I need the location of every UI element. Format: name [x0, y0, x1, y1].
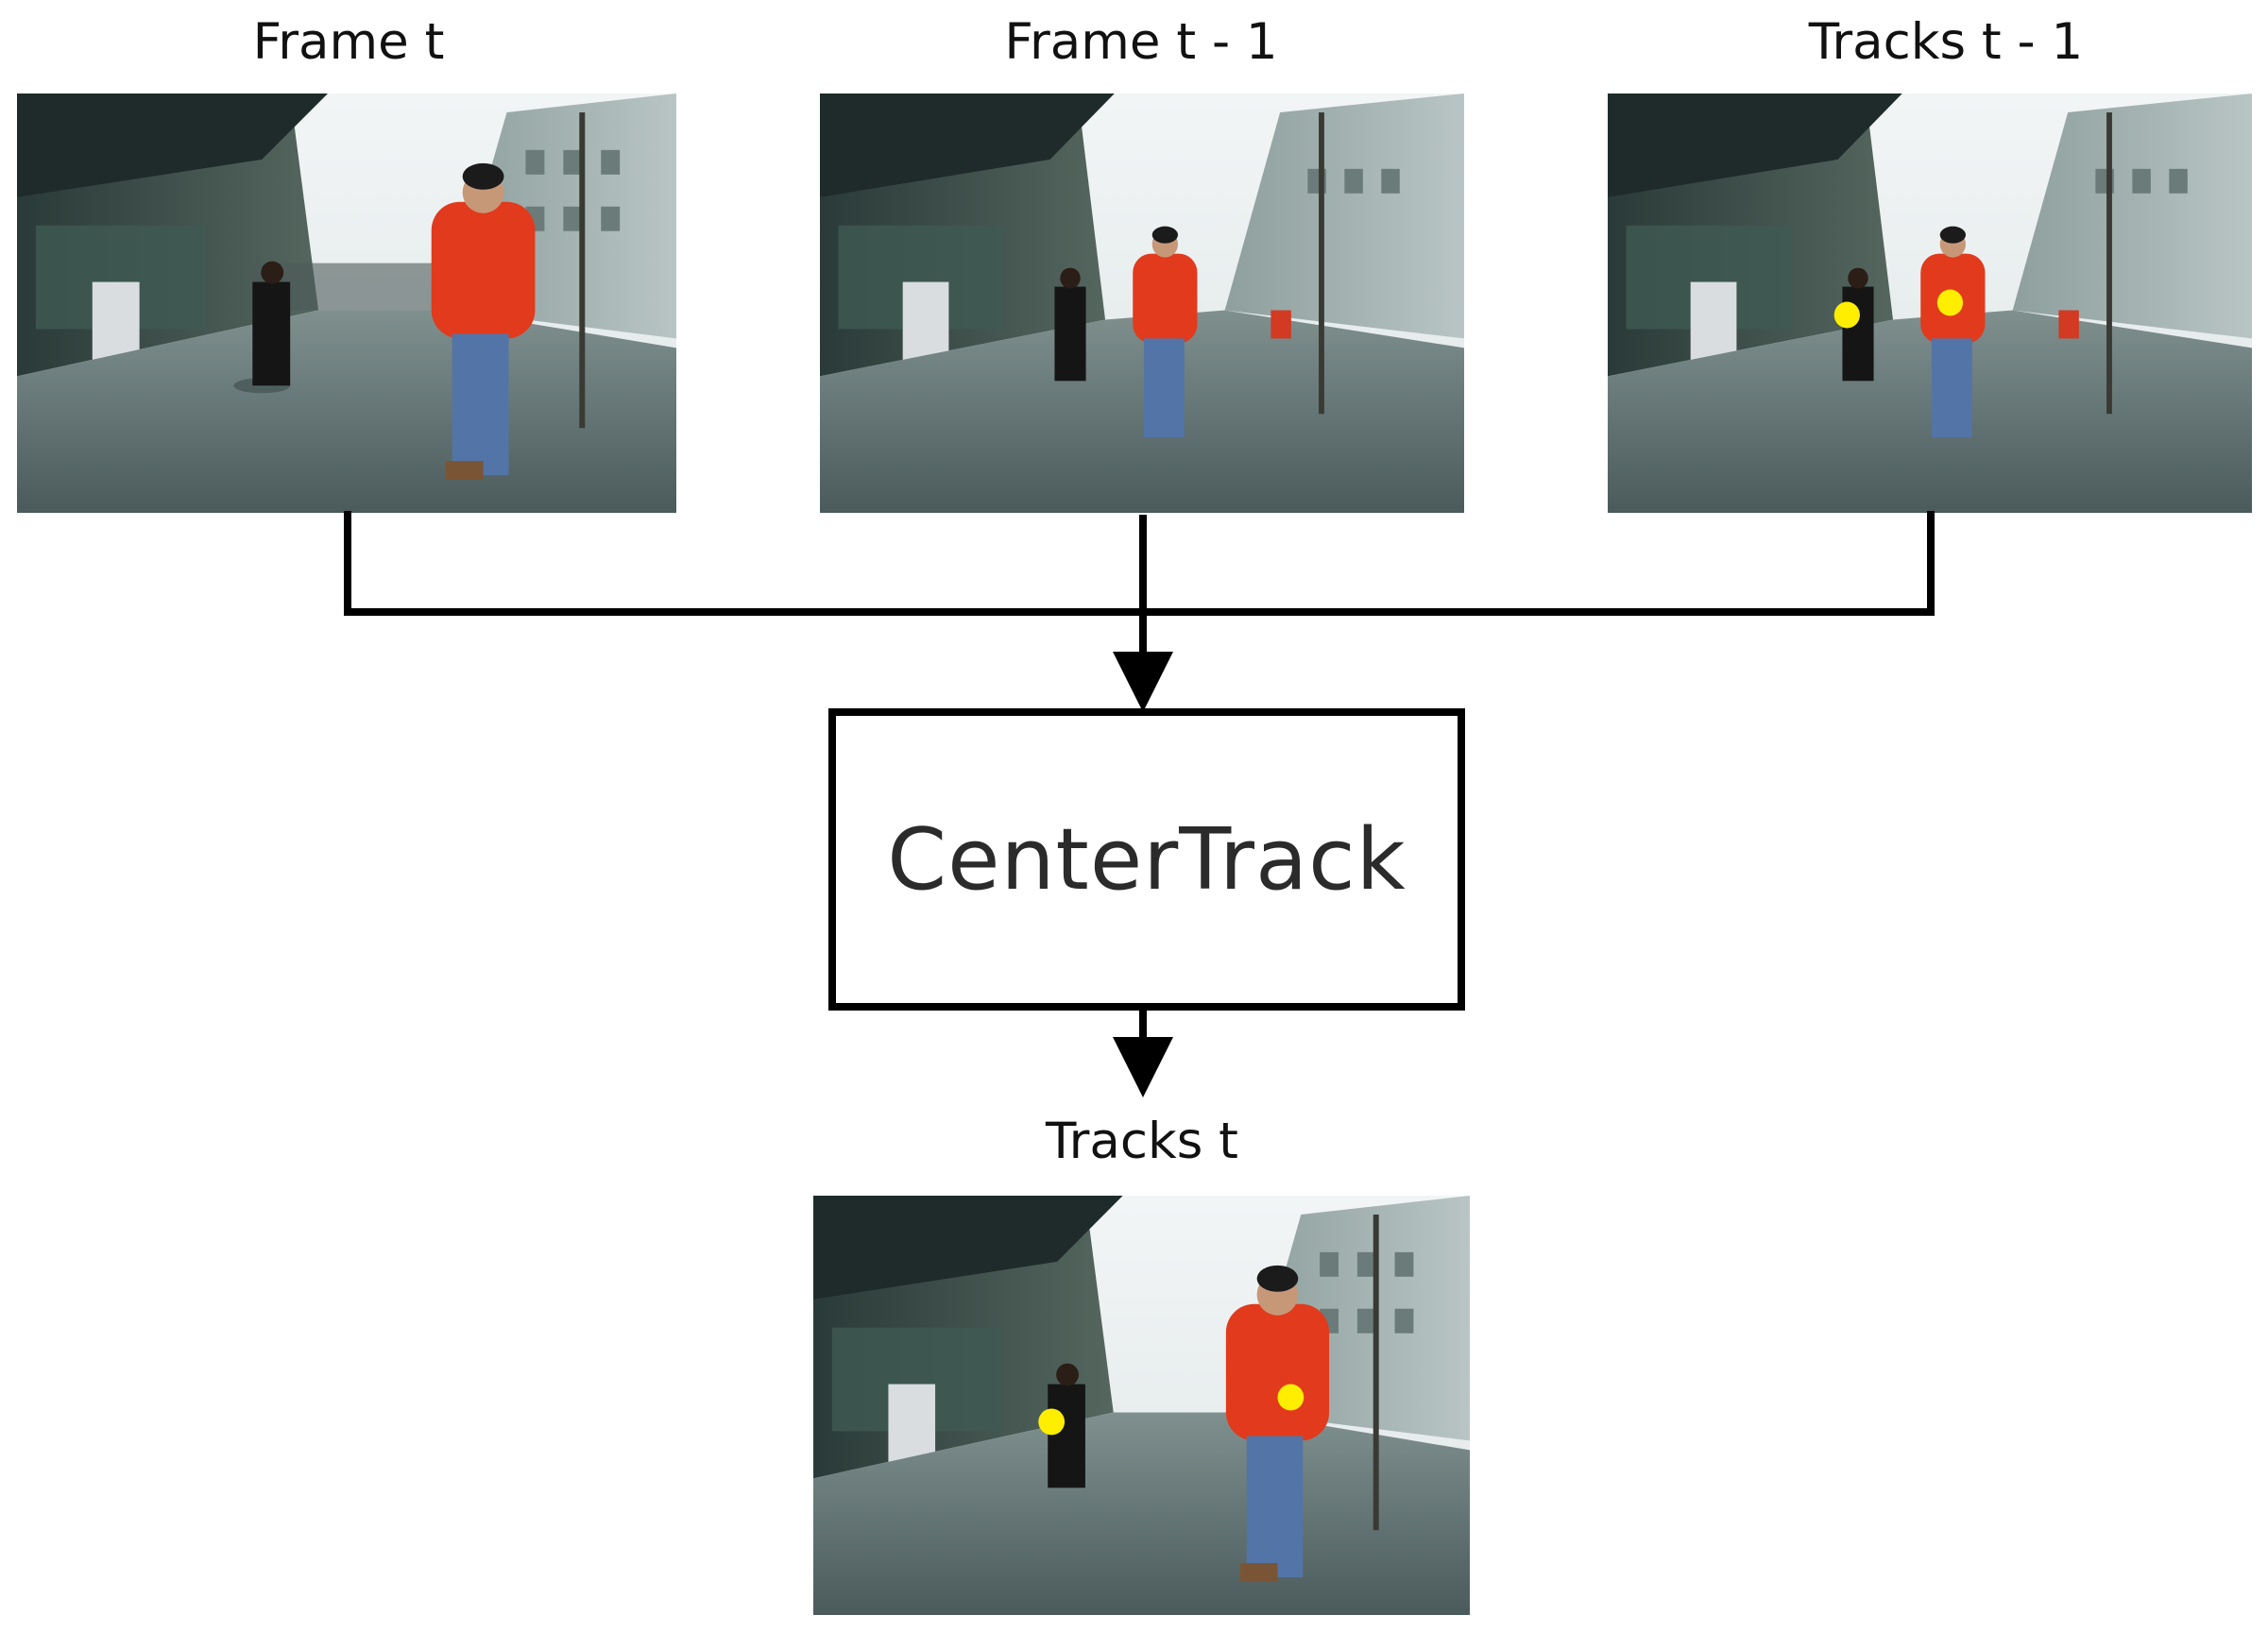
track-marker-icon	[1936, 289, 1964, 316]
centertrack-label: CenterTrack	[887, 809, 1407, 910]
tracks-t-image	[813, 1196, 1470, 1615]
track-marker-icon	[1833, 301, 1860, 329]
tracks-t-minus-1-image	[1608, 94, 2252, 513]
tracks-t-minus-1-label: Tracks t - 1	[1808, 13, 2084, 71]
tracks-t-label: Tracks t	[1046, 1113, 1238, 1170]
centertrack-box: CenterTrack	[828, 708, 1465, 1011]
track-marker-icon	[1277, 1384, 1305, 1411]
track-marker-icon	[1038, 1408, 1066, 1436]
frame-t-minus-1-image	[820, 94, 1464, 513]
frame-t-label: Frame t	[252, 13, 445, 71]
frame-t-minus-1-label: Frame t - 1	[1004, 13, 1278, 71]
frame-t-image	[17, 94, 676, 513]
